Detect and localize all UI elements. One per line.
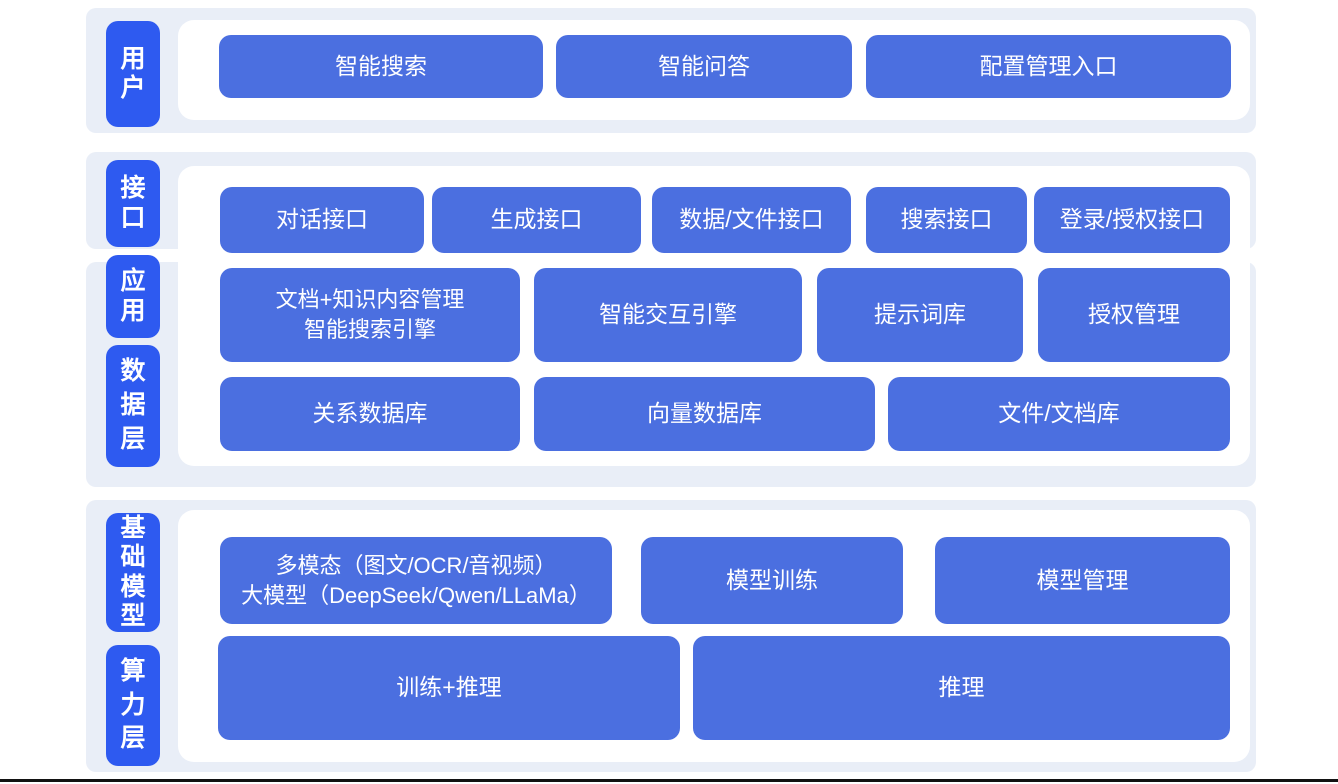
bottom-layers-panel: 多模态（图文/OCR/音视频） 大模型（DeepSeek/Qwen/LLaMa）… bbox=[178, 510, 1250, 762]
layer-label-base-model: 基础模型 bbox=[106, 513, 160, 632]
bottom-divider-line bbox=[0, 779, 1338, 782]
block-file-document-db: 文件/文档库 bbox=[888, 377, 1230, 451]
block-auth-management: 授权管理 bbox=[1038, 268, 1230, 362]
block-line-2: 智能搜索引擎 bbox=[303, 317, 436, 342]
block-line-1: 文档+知识内容管理 bbox=[275, 287, 465, 313]
block-login-auth-api: 登录/授权接口 bbox=[1034, 187, 1230, 253]
block-data-file-api: 数据/文件接口 bbox=[652, 187, 851, 253]
layer-label-interface: 接口 bbox=[106, 160, 160, 247]
layer-label-user: 用户 bbox=[106, 21, 160, 127]
block-smart-search: 智能搜索 bbox=[219, 35, 543, 98]
block-model-management: 模型管理 bbox=[935, 537, 1230, 624]
block-relational-db: 关系数据库 bbox=[220, 377, 520, 451]
block-prompt-library: 提示词库 bbox=[817, 268, 1023, 362]
block-search-api: 搜索接口 bbox=[866, 187, 1027, 253]
block-interaction-engine: 智能交互引擎 bbox=[534, 268, 802, 362]
block-smart-qa: 智能问答 bbox=[556, 35, 852, 98]
block-line-2: 大模型（DeepSeek/Qwen/LLaMa） bbox=[241, 582, 591, 608]
user-layer-panel: 智能搜索 智能问答 配置管理入口 bbox=[178, 20, 1250, 120]
layer-label-application: 应用 bbox=[106, 255, 160, 338]
block-multimodal-llm: 多模态（图文/OCR/音视频） 大模型（DeepSeek/Qwen/LLaMa） bbox=[220, 537, 612, 624]
block-vector-db: 向量数据库 bbox=[534, 377, 875, 451]
block-config-entry: 配置管理入口 bbox=[866, 35, 1231, 98]
block-inference: 推理 bbox=[693, 636, 1230, 740]
block-model-training: 模型训练 bbox=[641, 537, 903, 624]
middle-layers-panel: 对话接口 生成接口 数据/文件接口 搜索接口 登录/授权接口 文档+知识内容管理… bbox=[178, 166, 1250, 466]
block-line-1: 多模态（图文/OCR/音视频） bbox=[275, 552, 557, 578]
block-training-inference: 训练+推理 bbox=[218, 636, 680, 740]
block-generation-api: 生成接口 bbox=[432, 187, 641, 253]
block-dialog-api: 对话接口 bbox=[220, 187, 424, 253]
layer-label-data: 数据层 bbox=[106, 345, 160, 467]
block-doc-knowledge-search-engine: 文档+知识内容管理 智能搜索引擎 bbox=[220, 268, 520, 362]
layer-label-compute: 算力层 bbox=[106, 645, 160, 766]
